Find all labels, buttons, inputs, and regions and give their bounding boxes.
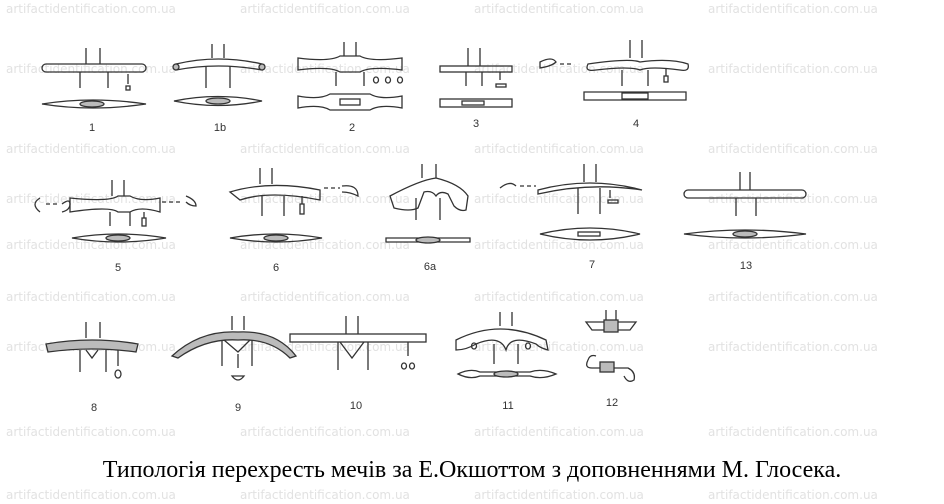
guard-type-6: 6 — [228, 168, 359, 274]
guard-type-7: 7 — [499, 164, 643, 271]
guard-type-4: 4 — [539, 40, 689, 130]
type-label: 10 — [350, 400, 362, 412]
type-label: 12 — [606, 397, 618, 409]
type-label: 7 — [589, 259, 595, 271]
type-label: 5 — [115, 262, 121, 274]
type-label: 4 — [633, 118, 639, 130]
guard-type-11: 11 — [455, 312, 558, 412]
type-label: 6a — [424, 261, 437, 273]
type-label: 13 — [740, 260, 752, 272]
guard-type-9: 9 — [170, 316, 298, 414]
guard-type-8: 8 — [45, 322, 139, 414]
type-label: 6 — [273, 262, 279, 274]
figure-caption: Типологія перехресть мечів за Е.Окшоттом… — [102, 457, 842, 483]
guard-type-6a: 6a — [385, 164, 471, 273]
guard-type-13: 13 — [683, 172, 807, 272]
type-label: 9 — [235, 402, 241, 414]
type-label: 1 — [89, 122, 95, 134]
guard-type-1b: 1b — [172, 44, 266, 134]
guard-type-10: 10 — [289, 316, 427, 412]
type-label: 3 — [473, 118, 479, 130]
type-label: 1b — [214, 122, 226, 134]
type-label: 11 — [502, 400, 513, 412]
type-label: 8 — [91, 402, 97, 414]
guard-type-1: 1 — [41, 48, 147, 134]
type-label: 2 — [349, 122, 355, 134]
guard-type-3: 3 — [439, 48, 513, 130]
guard-type-5: 5 — [34, 180, 197, 274]
guard-type-12: 12 — [584, 310, 638, 409]
guard-type-2: 2 — [297, 42, 404, 134]
